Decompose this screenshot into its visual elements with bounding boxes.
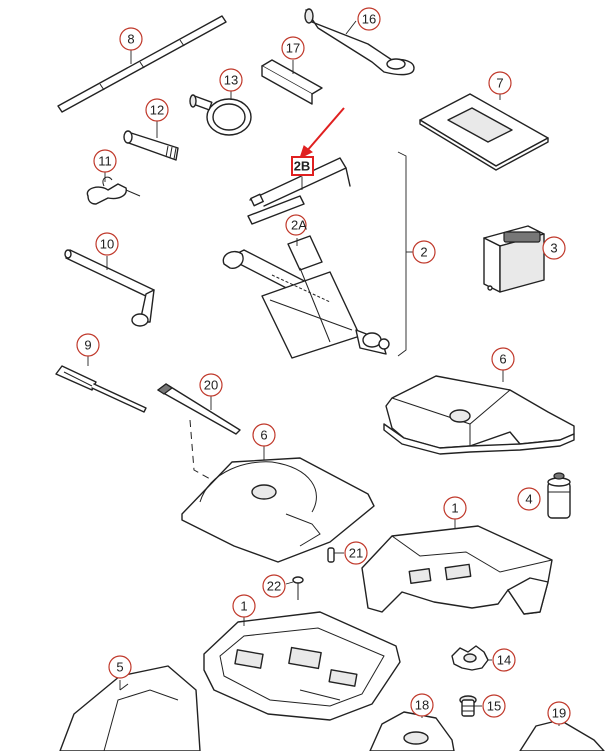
callout-13: 13 xyxy=(219,68,243,92)
part-8-rod xyxy=(57,15,227,113)
part-6-cover-upper xyxy=(383,370,575,455)
part-2a-scissor-jack xyxy=(222,235,390,359)
callout-6-upper: 6 xyxy=(491,347,515,371)
svg-text:5: 5 xyxy=(116,660,123,675)
part-16-towing-eye xyxy=(304,8,415,76)
svg-text:11: 11 xyxy=(98,154,112,169)
callout-5: 5 xyxy=(108,655,132,679)
svg-text:7: 7 xyxy=(496,76,503,91)
part-5-trim xyxy=(59,665,201,751)
callout-9: 9 xyxy=(76,333,100,357)
callout-15: 15 xyxy=(482,694,506,718)
part-6-cover-center xyxy=(181,446,375,563)
callout-14: 14 xyxy=(492,648,516,672)
callout-3: 3 xyxy=(542,236,566,260)
svg-text:8: 8 xyxy=(127,32,134,47)
callout-21: 21 xyxy=(344,541,368,565)
svg-text:19: 19 xyxy=(552,706,566,721)
callout-8: 8 xyxy=(119,27,143,51)
svg-text:22: 22 xyxy=(267,579,281,594)
part-19-piece xyxy=(519,719,605,751)
svg-text:4: 4 xyxy=(525,492,532,507)
part-15-bolt xyxy=(459,695,482,717)
svg-text:18: 18 xyxy=(415,698,429,713)
callout-22: 22 xyxy=(262,574,286,598)
svg-text:13: 13 xyxy=(224,73,238,88)
part-7-mat xyxy=(419,92,549,171)
callout-18: 18 xyxy=(410,693,434,717)
svg-text:9: 9 xyxy=(84,338,91,353)
callout-2b: 2B xyxy=(291,156,314,176)
part-11-spring-hook xyxy=(86,172,141,205)
highlight-arrow xyxy=(299,107,345,159)
svg-text:2: 2 xyxy=(420,245,427,260)
part-14-star-knob xyxy=(451,645,492,671)
part-1-tray-right xyxy=(361,518,553,615)
callout-20: 20 xyxy=(199,373,223,397)
svg-text:17: 17 xyxy=(286,41,300,56)
callout-1-bottom: 1 xyxy=(232,594,256,618)
svg-text:16: 16 xyxy=(362,12,376,27)
part-12-pin xyxy=(123,121,179,161)
svg-text:21: 21 xyxy=(349,546,363,561)
callout-2a: 2A xyxy=(285,214,307,236)
part-2-bracket xyxy=(397,151,414,357)
callout-2: 2 xyxy=(412,240,436,264)
callout-17: 17 xyxy=(281,36,305,60)
svg-text:2A: 2A xyxy=(291,218,307,233)
part-18-piece xyxy=(369,711,455,751)
part-4-can xyxy=(547,472,571,519)
callout-7: 7 xyxy=(488,71,512,95)
svg-text:6: 6 xyxy=(260,428,267,443)
callout-6-center: 6 xyxy=(252,423,276,447)
part-10-l-wrench xyxy=(64,249,155,327)
callout-10: 10 xyxy=(95,232,119,256)
part-22-screw xyxy=(285,576,304,600)
svg-text:10: 10 xyxy=(100,237,114,252)
part-9-screwdriver xyxy=(55,356,147,413)
part-21-pin xyxy=(327,547,344,563)
part-13-pressure-gauge xyxy=(189,91,252,136)
svg-text:2B: 2B xyxy=(294,159,311,174)
part-17-clip xyxy=(261,59,323,105)
callout-11: 11 xyxy=(93,149,117,173)
callout-12: 12 xyxy=(145,98,169,122)
part-2b-crank-handle xyxy=(247,157,351,225)
svg-text:3: 3 xyxy=(550,241,557,256)
part-1-tray-main xyxy=(203,611,401,721)
callout-16: 16 xyxy=(357,7,381,31)
part-20-wedge xyxy=(156,383,241,435)
callout-1-right: 1 xyxy=(443,496,467,520)
callout-19: 19 xyxy=(547,701,571,725)
svg-text:15: 15 xyxy=(487,699,501,714)
svg-text:1: 1 xyxy=(451,501,458,516)
svg-text:6: 6 xyxy=(499,352,506,367)
svg-text:20: 20 xyxy=(204,378,218,393)
svg-text:14: 14 xyxy=(497,653,511,668)
svg-text:12: 12 xyxy=(150,103,164,118)
callout-4: 4 xyxy=(517,487,541,511)
svg-text:1: 1 xyxy=(240,599,247,614)
part-3-box xyxy=(483,225,545,293)
